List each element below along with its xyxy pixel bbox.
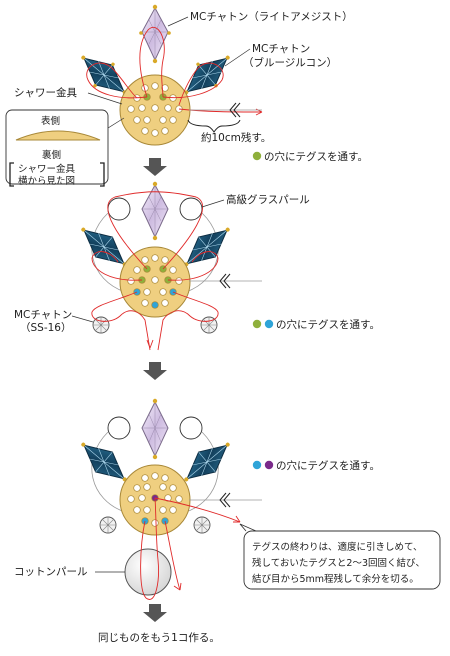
instruction-step2: の穴にテグスを通す。 xyxy=(276,318,380,331)
down-arrow-icon xyxy=(143,362,167,380)
length-brace xyxy=(187,119,241,133)
mc-chaton-ss16-right-3 xyxy=(193,516,211,534)
glass-pearl-left-3 xyxy=(107,416,131,440)
green-dot-icon xyxy=(252,151,262,161)
down-arrow-icon xyxy=(143,604,167,622)
finish-note-box: テグスの終わりは、適度に引きしめて、 残しておいたテグスと2～3回固く結び、 結… xyxy=(239,523,441,590)
step1-group: 約10cm残す。 MCチャトン（ライトアメジスト） MCチャトン （ブルージルコ… xyxy=(5,4,368,187)
label-mc-lightamethyst: MCチャトン（ライトアメジスト） xyxy=(190,11,353,23)
label-shower-fitting: シャワー金具 xyxy=(14,86,77,99)
mc-chaton-bluezircon-right xyxy=(184,55,230,95)
mc-chaton-ss16-left-3 xyxy=(99,516,117,534)
label-side-view-1: シャワー金具 xyxy=(18,163,76,175)
mc-chaton-bluezircon-right-2 xyxy=(184,227,230,267)
label-mc-bluezircon-2: （ブルージルコン） xyxy=(243,56,337,69)
shower-fitting-2 xyxy=(119,246,191,318)
cotton-pearl xyxy=(124,548,172,596)
mc-chaton-lightamethyst xyxy=(139,4,171,64)
note-line-3: 結び目から5mm程残して余分を切る。 xyxy=(252,573,419,585)
label-glass-pearl: 高級グラスパール xyxy=(226,193,310,206)
step2-group: 高級グラスパール MCチャトン （SS-16） の穴にテグスを通す。 xyxy=(14,181,380,351)
blue-dot-icon xyxy=(264,319,274,329)
side-view-box: 表側 裏側 シャワー金具 横から見た図 xyxy=(5,109,109,187)
thread-step3 xyxy=(140,492,262,600)
label-leave-10cm: 約10cm残す。 xyxy=(201,131,271,144)
down-arrow-icon xyxy=(143,158,167,176)
mc-chaton-lightamethyst-2 xyxy=(141,181,169,241)
green-dot-icon xyxy=(252,319,262,329)
instruction-step1: の穴にテグスを通す。 xyxy=(264,150,368,163)
label-omote: 表側 xyxy=(41,115,60,127)
label-ura: 裏側 xyxy=(42,149,61,161)
mc-chaton-lightamethyst-3 xyxy=(141,398,169,460)
purple-dot-icon xyxy=(264,460,274,470)
label-mc-ss16-1: MCチャトン xyxy=(14,309,72,321)
instruction-step3: の穴にテグスを通す。 xyxy=(276,459,380,472)
label-side-view-2: 横から見た図 xyxy=(18,175,75,187)
note-line-2: 残しておいたテグスと2～3回固く結び、 xyxy=(252,557,425,569)
mc-chaton-bluezircon-right-3 xyxy=(184,442,230,482)
thread-step1 xyxy=(86,27,263,118)
note-line-1: テグスの終わりは、適度に引きしめて、 xyxy=(252,541,423,553)
glass-pearl-right-3 xyxy=(179,416,203,440)
label-mc-ss16-2: （SS-16） xyxy=(20,322,71,334)
fitting-holes-1 xyxy=(127,82,183,137)
thread-step2 xyxy=(91,191,262,351)
step3-group: の穴にテグスを通す。 テグスの終わりは、適度に引きしめて、 残しておいたテグスと… xyxy=(14,398,441,600)
glass-pearl-right xyxy=(179,197,203,221)
glass-pearl-left xyxy=(107,197,131,221)
shower-fitting-1 xyxy=(119,74,191,146)
final-instruction: 同じものをもう1コ作る。 xyxy=(98,632,220,644)
label-mc-bluezircon-1: MCチャトン xyxy=(252,43,310,55)
blue-dot-icon xyxy=(252,460,262,470)
label-cotton-pearl: コットンパール xyxy=(14,566,88,578)
